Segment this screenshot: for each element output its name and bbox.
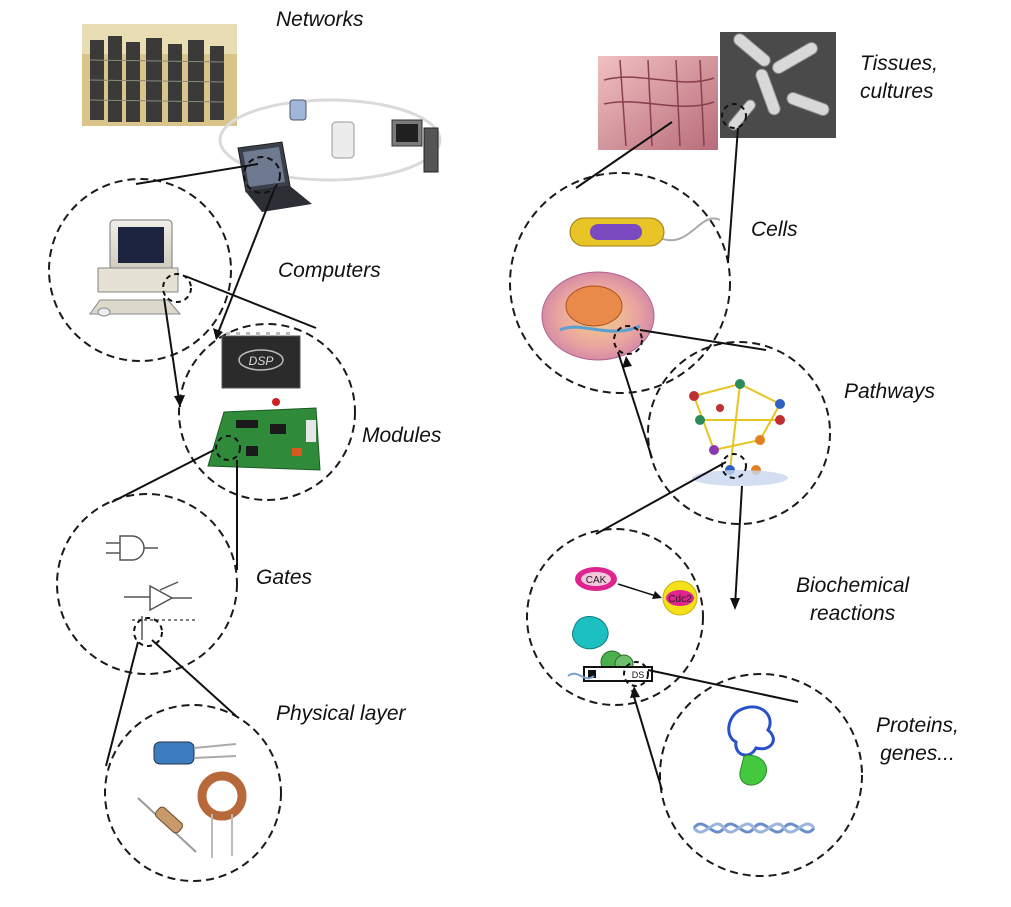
computers-label: Computers [278, 259, 381, 282]
pcb-board-icon [207, 398, 321, 471]
dsp-chip-label: DSP [249, 354, 274, 368]
computers-circle [48, 178, 232, 362]
proteins-genes-label: Proteins, genes... [876, 712, 959, 768]
protein-structure-icon [727, 705, 775, 786]
laptop-icon [237, 141, 312, 212]
network-illustration [218, 98, 442, 212]
tissue-image [598, 56, 718, 150]
bacterium-icon [569, 217, 721, 247]
arrowheads-left [174, 328, 223, 407]
tissues-label: Tissues, cultures [860, 50, 938, 106]
cells-circle [509, 172, 731, 394]
gates-label: Gates [256, 566, 313, 589]
physical-layer-circle [104, 704, 282, 882]
modules-circle [178, 323, 356, 501]
culture-micrograph-image [720, 32, 836, 138]
modules-label: Modules [362, 424, 442, 447]
pathways-circle [647, 341, 831, 525]
connector-lines-left [105, 163, 317, 767]
proteins-label-line2: genes... [880, 742, 955, 765]
capacitor-icon [153, 741, 237, 765]
pathway-network-icon [689, 379, 788, 486]
cdc2-label: Cdc2 [668, 594, 692, 605]
biochemical-reactions-circle [526, 528, 704, 706]
biochemical-reactions-label: Biochemical reactions [796, 572, 909, 628]
logic-gates-icon [106, 535, 196, 640]
server-room-image [82, 24, 237, 126]
cells-label: Cells [751, 218, 798, 241]
dna-helix-icon [692, 822, 816, 834]
biochemical-label-line2: reactions [810, 602, 896, 625]
proteins-genes-circle [659, 673, 863, 877]
arrowheads-right [622, 356, 740, 698]
biochemical-reaction-icon: CAK Cdc2 DS [567, 567, 698, 682]
dsp-chip-icon: DSP [221, 332, 301, 389]
proteins-label-line1: Proteins, [876, 714, 959, 737]
tissues-label-line1: Tissues, [860, 52, 939, 75]
physical-layer-label: Physical layer [276, 702, 406, 725]
pathways-label: Pathways [844, 380, 936, 403]
resistor-icon [137, 797, 197, 853]
eukaryotic-cell-icon [541, 271, 655, 361]
gates-circle [56, 493, 238, 675]
ds-label: DS [632, 670, 645, 680]
biochemical-label-line1: Biochemical [796, 574, 910, 597]
networks-label: Networks [276, 8, 364, 31]
cak-label: CAK [586, 575, 607, 586]
inductor-icon [197, 771, 247, 858]
tissues-label-line2: cultures [860, 80, 934, 103]
desktop-computer-icon [89, 219, 182, 317]
connector-lines-right [575, 121, 799, 791]
